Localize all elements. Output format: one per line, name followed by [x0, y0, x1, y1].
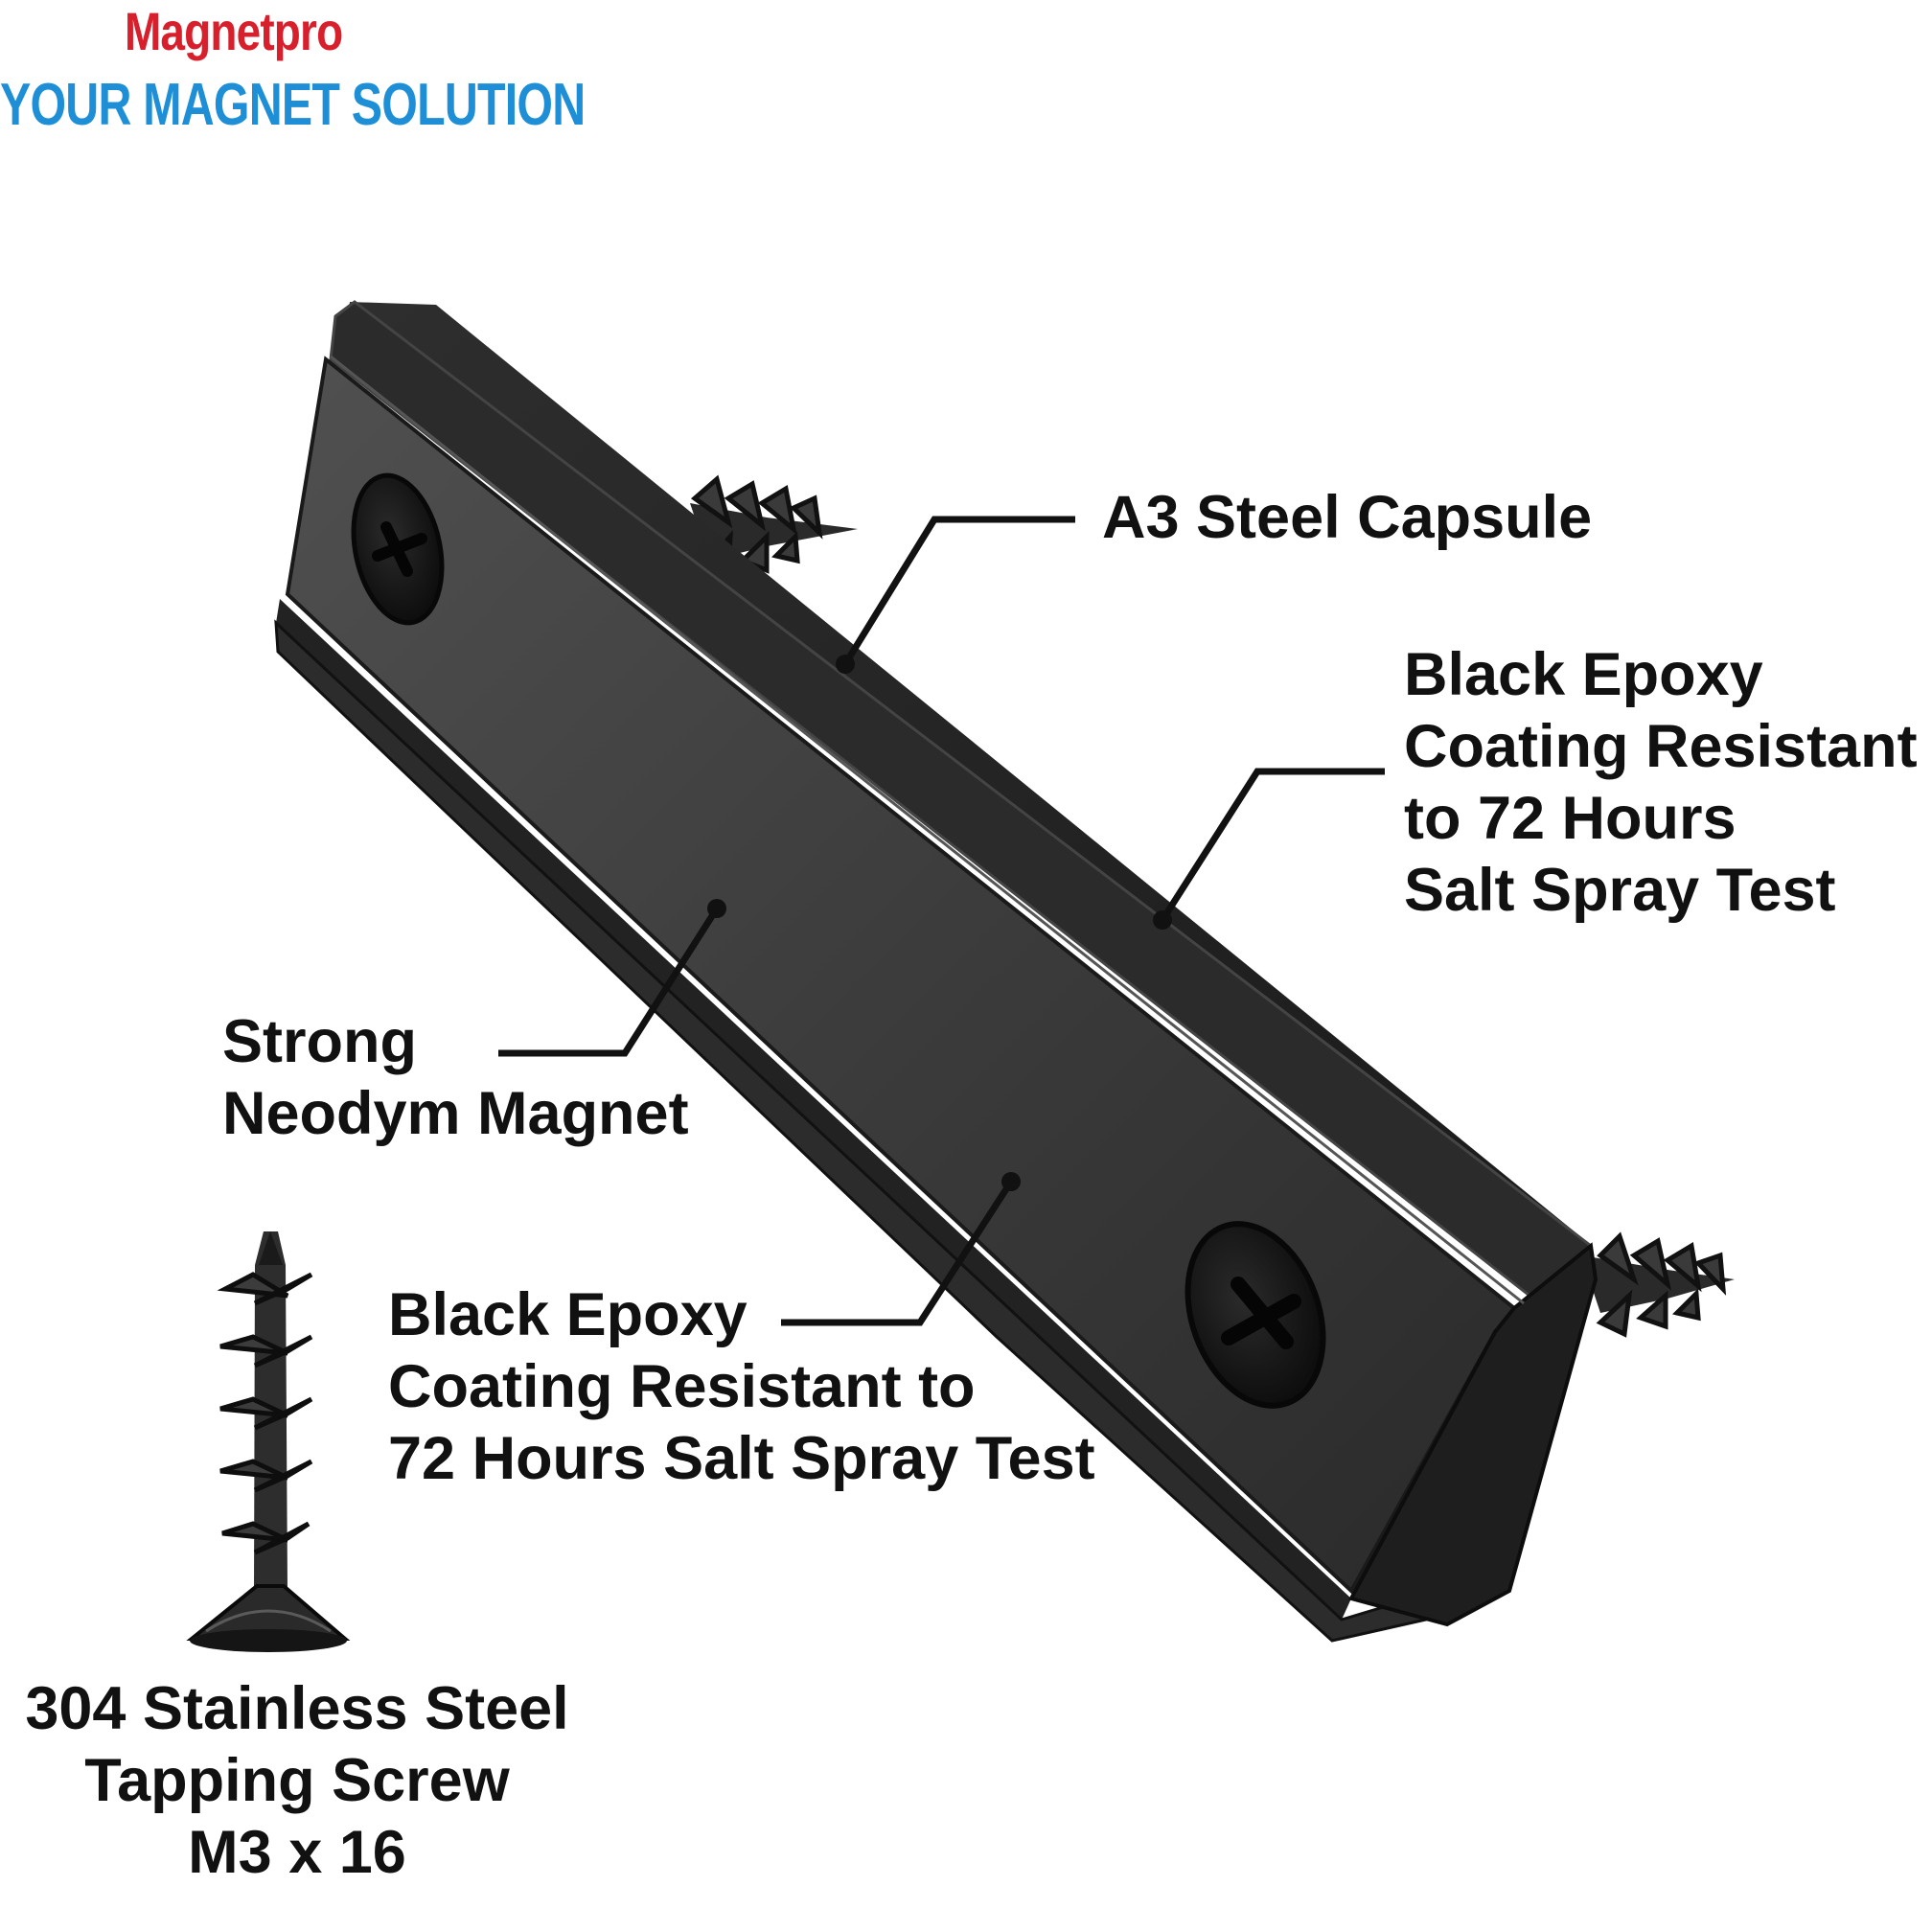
callout-line: 72 Hours Salt Spray Test: [388, 1425, 1095, 1492]
callout-line: Salt Spray Test: [1404, 857, 1836, 924]
screw-tip-right-icon: [1581, 1231, 1735, 1338]
callout-dot-coating-bottom: [1001, 1172, 1021, 1191]
callout-dot-capsule: [836, 655, 855, 674]
callout-line: Strong: [222, 1008, 417, 1075]
callout-line: Coating Resistant to: [388, 1353, 976, 1420]
callout-epoxy-coating-bottom: Black Epoxy Coating Resistant to 72 Hour…: [388, 1279, 1095, 1495]
callout-dot-magnet: [707, 899, 726, 918]
callout-line: 304 Stainless Steel: [25, 1675, 569, 1742]
callout-dot-coating-right: [1153, 910, 1172, 930]
countersunk-screw-left-icon: [351, 472, 445, 626]
tapping-screw-icon: [186, 1231, 351, 1652]
countersunk-screw-right-icon: [1184, 1221, 1326, 1409]
callout-neodym-magnet: Strong Neodym Magnet: [222, 1006, 689, 1150]
callout-epoxy-coating-right: Black Epoxy Coating Resistant to 72 Hour…: [1404, 639, 1918, 927]
brand-logo-name: Magnetpro: [125, 1, 343, 61]
callout-line: Tapping Screw: [84, 1747, 510, 1814]
callout-tapping-screw: 304 Stainless Steel Tapping Screw M3 x 1…: [10, 1673, 585, 1889]
capsule-end-cap: [1348, 1242, 1598, 1627]
brand-logo-tagline: YOUR MAGNET SOLUTION: [0, 72, 586, 138]
callout-leader-lines: [498, 516, 1385, 1326]
callout-line: Black Epoxy: [1404, 641, 1763, 708]
capsule-bottom-side: [274, 619, 1450, 1643]
callout-line: Black Epoxy: [388, 1281, 748, 1348]
callout-line: Neodym Magnet: [222, 1080, 689, 1147]
callout-line: to 72 Hours: [1404, 785, 1736, 852]
callout-line: M3 x 16: [188, 1819, 406, 1886]
callout-line: A3 Steel Capsule: [1102, 484, 1593, 551]
capsule-bottom-lip: [276, 599, 1351, 1620]
capsule-groove: [330, 355, 1525, 1305]
callout-a3-steel-capsule: A3 Steel Capsule: [1102, 482, 1592, 554]
callout-line: Coating Resistant: [1404, 713, 1918, 780]
